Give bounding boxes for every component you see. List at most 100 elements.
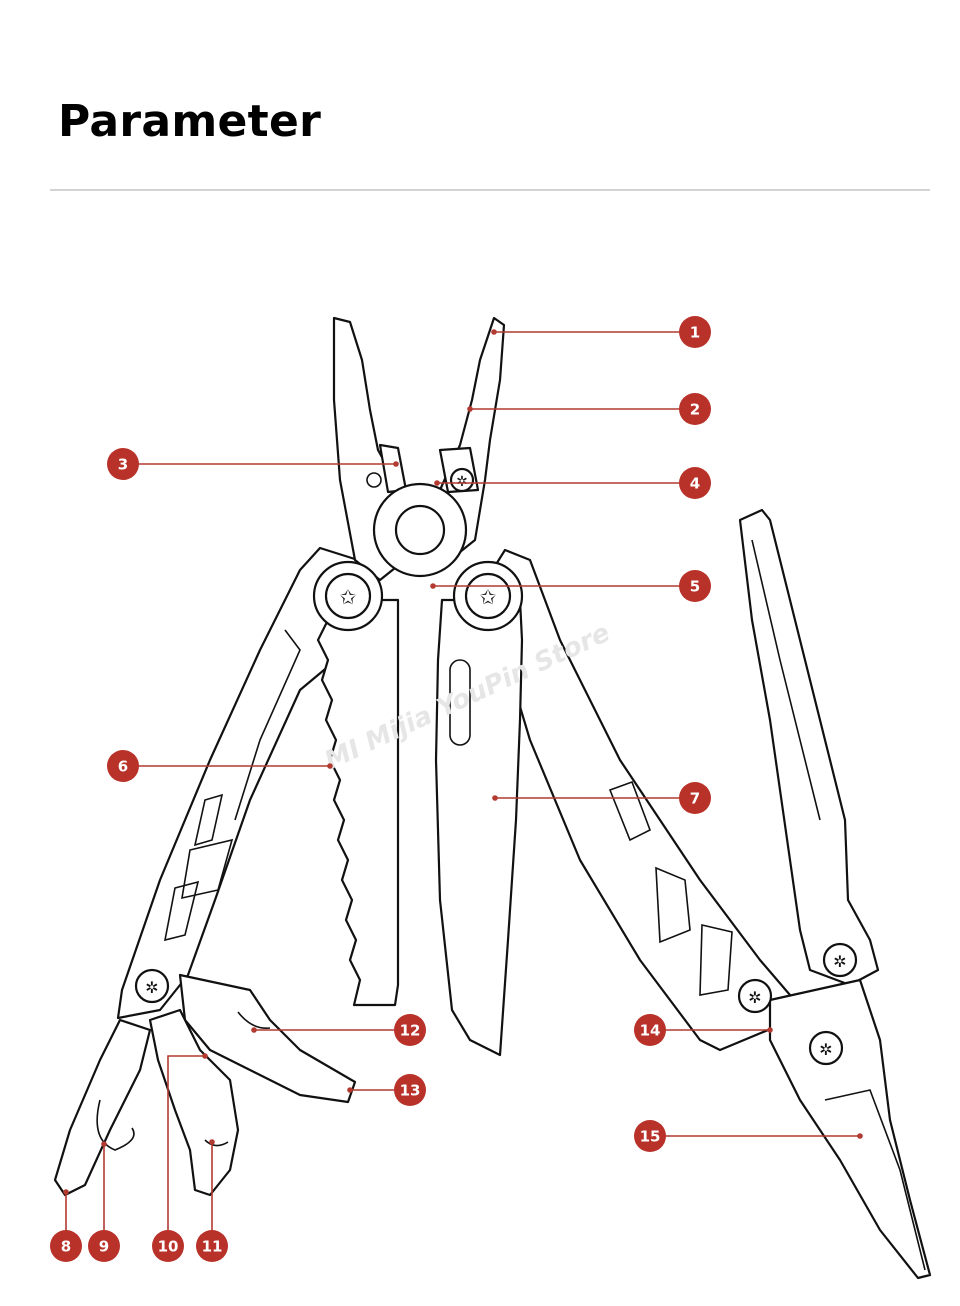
leader-dot-7 bbox=[492, 795, 498, 801]
callout-5-badge bbox=[679, 570, 711, 602]
title-divider bbox=[50, 189, 930, 191]
scissors-screw bbox=[808, 1030, 844, 1066]
leader-dot-15 bbox=[857, 1133, 863, 1139]
leader-dot-5 bbox=[430, 583, 436, 589]
callout-14-badge bbox=[634, 1014, 666, 1046]
callout-3-badge bbox=[107, 448, 139, 480]
jaw-hole bbox=[366, 472, 382, 488]
file-tool bbox=[738, 508, 880, 987]
callout-8-label: 8 bbox=[61, 1238, 71, 1256]
screwdriver-tool bbox=[53, 1018, 152, 1197]
page-title: Parameter bbox=[58, 96, 322, 147]
callout-8: 8 bbox=[50, 1230, 82, 1262]
right-lower-screw-star-icon: ✲ bbox=[748, 988, 761, 1007]
callout-3: 3 bbox=[107, 448, 139, 480]
leader-dot-2 bbox=[467, 406, 473, 412]
callout-14-label: 14 bbox=[640, 1022, 661, 1040]
callout-13: 13 bbox=[394, 1074, 426, 1106]
callout-13-badge bbox=[394, 1074, 426, 1106]
callout-11-badge bbox=[196, 1230, 228, 1262]
leader-dot-8 bbox=[63, 1189, 69, 1195]
callout-7-label: 7 bbox=[690, 790, 700, 808]
callout-12: 12 bbox=[394, 1014, 426, 1046]
saw-blade bbox=[316, 598, 400, 1007]
left-handle-inner-arm bbox=[234, 629, 301, 821]
callout-11: 11 bbox=[196, 1230, 228, 1262]
callout-2: 2 bbox=[679, 393, 711, 425]
leader-dot-9 bbox=[101, 1141, 107, 1147]
callout-2-badge bbox=[679, 393, 711, 425]
leader-dot-12 bbox=[251, 1027, 257, 1033]
jaw-screw bbox=[449, 467, 475, 493]
callout-10: 10 bbox=[152, 1230, 184, 1262]
callout-15: 15 bbox=[634, 1120, 666, 1152]
lower-left-screw bbox=[134, 968, 170, 1004]
callout-6: 6 bbox=[107, 750, 139, 782]
knife-thumb-slot bbox=[449, 659, 471, 746]
leader-dot-13 bbox=[347, 1087, 353, 1093]
multitool-drawing: ✲ ✩ ✩ ✲ ✲ ✲ ✲ bbox=[53, 316, 932, 1280]
bottle-opener-hole bbox=[237, 1011, 271, 1029]
leader-lines bbox=[63, 329, 863, 1246]
left-screw-star-icon: ✩ bbox=[340, 585, 357, 609]
knife-blade bbox=[434, 598, 524, 1057]
callout-15-badge bbox=[634, 1120, 666, 1152]
leader-dot-4 bbox=[434, 480, 440, 486]
file-screw bbox=[822, 942, 858, 978]
callout-6-badge bbox=[107, 750, 139, 782]
right-handle-slot-2 bbox=[655, 866, 691, 944]
leader-10 bbox=[167, 1055, 205, 1246]
wrench-notch bbox=[204, 1139, 229, 1147]
callout-11-label: 11 bbox=[202, 1238, 223, 1256]
callout-5: 5 bbox=[679, 570, 711, 602]
callout-1-label: 1 bbox=[690, 324, 700, 342]
callout-9-badge bbox=[88, 1230, 120, 1262]
leader-dot-14 bbox=[767, 1027, 773, 1033]
callout-5-label: 5 bbox=[690, 578, 700, 596]
leader-dot-11 bbox=[209, 1139, 215, 1145]
leader-dot-10 bbox=[202, 1053, 208, 1059]
callout-7: 7 bbox=[679, 782, 711, 814]
callout-12-badge bbox=[394, 1014, 426, 1046]
pivot-inner bbox=[394, 504, 446, 556]
scissors-screw-star-icon: ✲ bbox=[819, 1040, 832, 1059]
callout-7-badge bbox=[679, 782, 711, 814]
right-screw-star-icon: ✩ bbox=[480, 585, 497, 609]
leader-dot-3 bbox=[393, 461, 399, 467]
left-handle-slot-1 bbox=[193, 793, 224, 847]
callout-10-label: 10 bbox=[158, 1238, 179, 1256]
right-handle-lower-screw bbox=[737, 978, 773, 1014]
callout-1: 1 bbox=[679, 316, 711, 348]
callout-2-label: 2 bbox=[690, 401, 700, 419]
callout-4: 4 bbox=[679, 467, 711, 499]
callout-8-badge bbox=[50, 1230, 82, 1262]
callout-9-label: 9 bbox=[99, 1238, 109, 1256]
callout-3-label: 3 bbox=[118, 456, 128, 474]
callout-1-badge bbox=[679, 316, 711, 348]
callout-badges: 1 2 3 4 5 6 7 8 bbox=[50, 316, 711, 1262]
right-handle bbox=[478, 548, 792, 1052]
callout-9: 9 bbox=[88, 1230, 120, 1262]
jaw-screw-star-icon: ✲ bbox=[456, 474, 468, 490]
scissors-edge bbox=[824, 1089, 926, 1271]
callout-10-badge bbox=[152, 1230, 184, 1262]
bottle-opener-tool bbox=[178, 973, 357, 1104]
left-handle-screw-inner bbox=[324, 572, 372, 620]
scissors-blade bbox=[768, 978, 932, 1280]
file-edge bbox=[751, 539, 821, 821]
file-screw-star-icon: ✲ bbox=[833, 952, 846, 971]
screwdriver-hook bbox=[96, 1099, 135, 1151]
left-handle-slot-2 bbox=[181, 838, 234, 900]
lower-left-screw-star-icon: ✲ bbox=[145, 978, 158, 997]
leader-dot-1 bbox=[491, 329, 497, 335]
right-handle-screw-inner bbox=[464, 572, 512, 620]
callout-4-label: 4 bbox=[690, 475, 700, 493]
left-handle-slot-3 bbox=[163, 880, 200, 942]
callout-6-label: 6 bbox=[118, 758, 128, 776]
callout-15-label: 15 bbox=[640, 1128, 661, 1146]
leader-dot-6 bbox=[327, 763, 333, 769]
callout-4-badge bbox=[679, 467, 711, 499]
right-handle-slot-3 bbox=[699, 923, 733, 996]
callout-13-label: 13 bbox=[400, 1082, 421, 1100]
